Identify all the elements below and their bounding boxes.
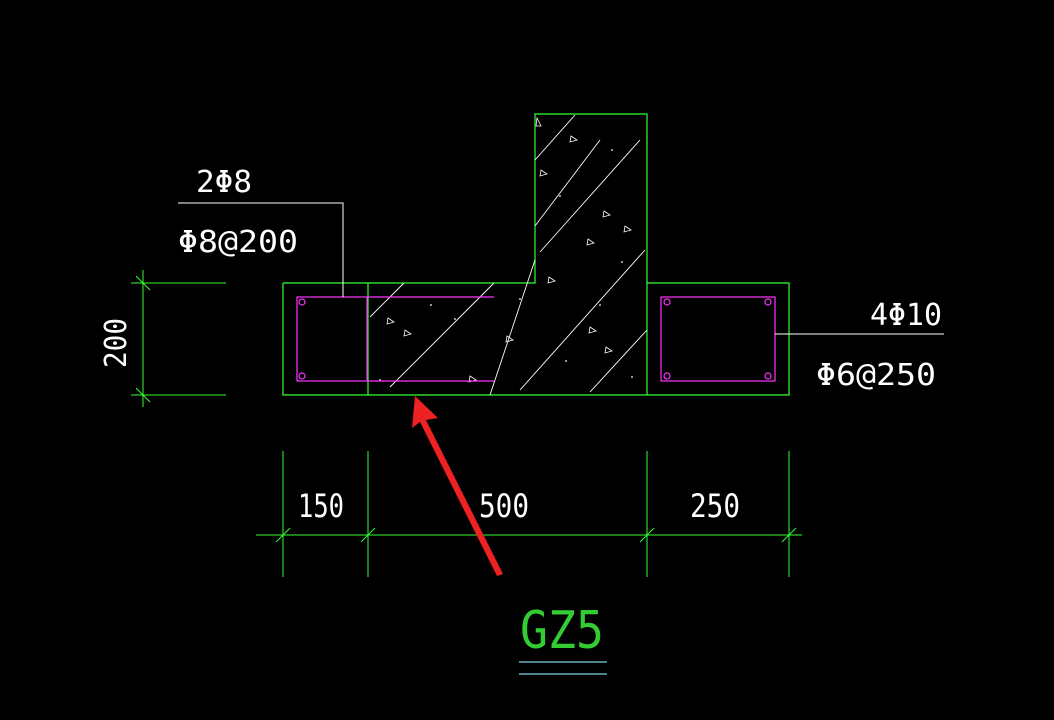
title-underline — [519, 661, 607, 675]
section-outline — [282, 113, 790, 396]
rebar-right — [660, 296, 776, 382]
label-right-longitudinal: 4Φ10 — [870, 298, 942, 333]
label-left-stirrup: Φ8@200 — [178, 225, 298, 260]
dim-seg3-label: 250 — [690, 487, 740, 525]
leader-lines — [178, 202, 944, 335]
drawing-title: GZ5 — [520, 601, 604, 661]
label-right-stirrup: Φ6@250 — [816, 358, 936, 393]
concrete-hatch — [369, 114, 648, 396]
dim-seg2-label: 500 — [479, 487, 529, 525]
dim-seg1-label: 150 — [298, 487, 344, 525]
dim-height-label: 200 — [99, 318, 134, 368]
aggregate-marks — [386, 116, 632, 383]
rebar-left — [296, 296, 494, 382]
label-left-longitudinal: 2Φ8 — [196, 165, 252, 200]
aggregate-dots — [379, 149, 633, 381]
red-pointer-arrow-icon — [412, 396, 503, 576]
dim-horizontal — [256, 451, 802, 577]
dim-vertical — [131, 270, 226, 407]
